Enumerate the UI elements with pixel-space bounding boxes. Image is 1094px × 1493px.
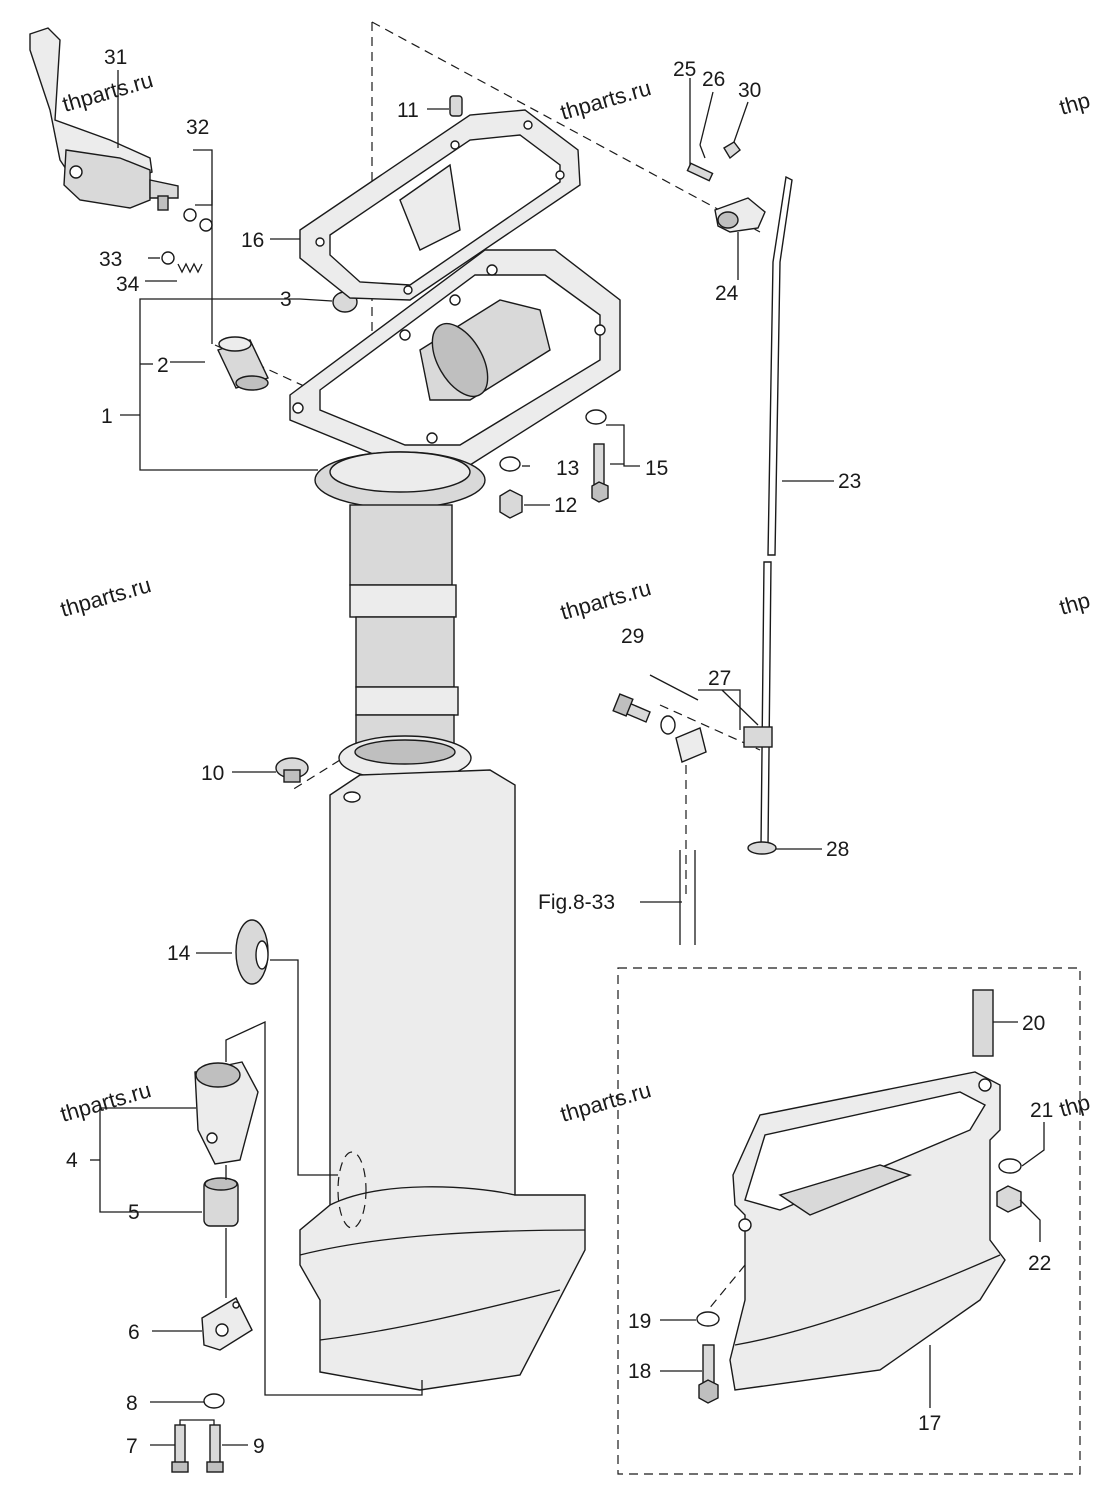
callout-5: 5 [128,1201,140,1224]
watermark-text: thparts.ru [57,572,153,622]
gasket-part [299,109,581,301]
callout-3: 3 [280,288,292,311]
callout-27: 27 [708,667,731,690]
watermark-text: thparts.ru [59,67,155,117]
driveshaft-housing-part [338,504,472,781]
callout-9: 9 [253,1435,265,1458]
clip-collar-part [743,726,777,855]
callout-26: 26 [702,68,725,91]
callout-17: 17 [918,1412,941,1435]
callout-16: 16 [241,229,264,252]
bolt-29-bracket-part [612,693,707,763]
callout-13: 13 [556,457,579,480]
mount-plate-part [201,1297,253,1351]
bolts-7-9-part [171,1424,224,1473]
stud-20-part [972,989,994,1057]
callout-fig-reference: Fig.8-33 [538,891,615,914]
callout-6: 6 [128,1321,140,1344]
steering-handle-part [29,27,179,211]
callout-leaders [90,70,1045,1446]
callout-4: 4 [66,1149,78,1172]
callout-20: 20 [1022,1012,1045,1035]
washer-19-bolt-18-part [696,1311,720,1404]
rubber-mount-part [203,1177,239,1227]
callout-2: 2 [157,354,169,377]
watermark-text: thp [1056,87,1092,119]
callout-21: 21 [1030,1099,1053,1122]
callout-labels: 31 32 33 34 3 2 1 11 16 13 12 15 25 26 3… [66,46,1053,1458]
exhaust-housing-part [299,769,586,1391]
upper-casing-part [289,249,621,509]
watermark-text: thparts.ru [557,1077,653,1127]
callout-7: 7 [126,1435,138,1458]
o-rings-32 [183,208,213,232]
callout-28: 28 [826,838,849,861]
callout-10: 10 [201,762,224,785]
mount-bracket-part [194,1061,259,1165]
washer-21-nut-22-part [996,1158,1022,1213]
washer-13-nut-12-part [499,456,523,519]
fig-8-33-tube [679,850,696,945]
watermark-text: thparts.ru [557,575,653,625]
callout-24: 24 [715,282,739,305]
washer-8-part [203,1393,225,1409]
callout-18: 18 [628,1360,651,1383]
callout-22: 22 [1028,1252,1051,1275]
callout-14: 14 [167,942,191,965]
grommet-part [275,757,309,783]
callout-25: 25 [673,58,696,81]
bushing-part [217,336,269,391]
callout-15: 15 [645,457,668,480]
callout-32: 32 [186,116,209,139]
callout-19: 19 [628,1310,651,1333]
callout-11: 11 [397,99,419,122]
adapter-part [729,1071,1006,1391]
watermark-text: thp [1056,1089,1092,1121]
callout-30: 30 [738,79,761,102]
rubber-grommet-part [235,919,269,985]
callout-34: 34 [116,273,140,296]
watermark-text: thp [1056,587,1092,619]
callout-1: 1 [101,405,113,428]
watermark-text: thparts.ru [557,75,653,125]
callout-33: 33 [99,248,122,271]
callout-31: 31 [104,46,127,69]
dowel-pin-part [449,95,463,117]
callout-8: 8 [126,1392,138,1415]
callout-12: 12 [554,494,577,517]
ball-33-spring-34 [161,251,203,274]
hardware-24-25-26-30-part [686,141,766,233]
callout-29: 29 [621,625,644,648]
callout-23: 23 [838,470,861,493]
washer-bolt-15-part [585,409,609,503]
watermark-text: thparts.ru [57,1077,153,1127]
